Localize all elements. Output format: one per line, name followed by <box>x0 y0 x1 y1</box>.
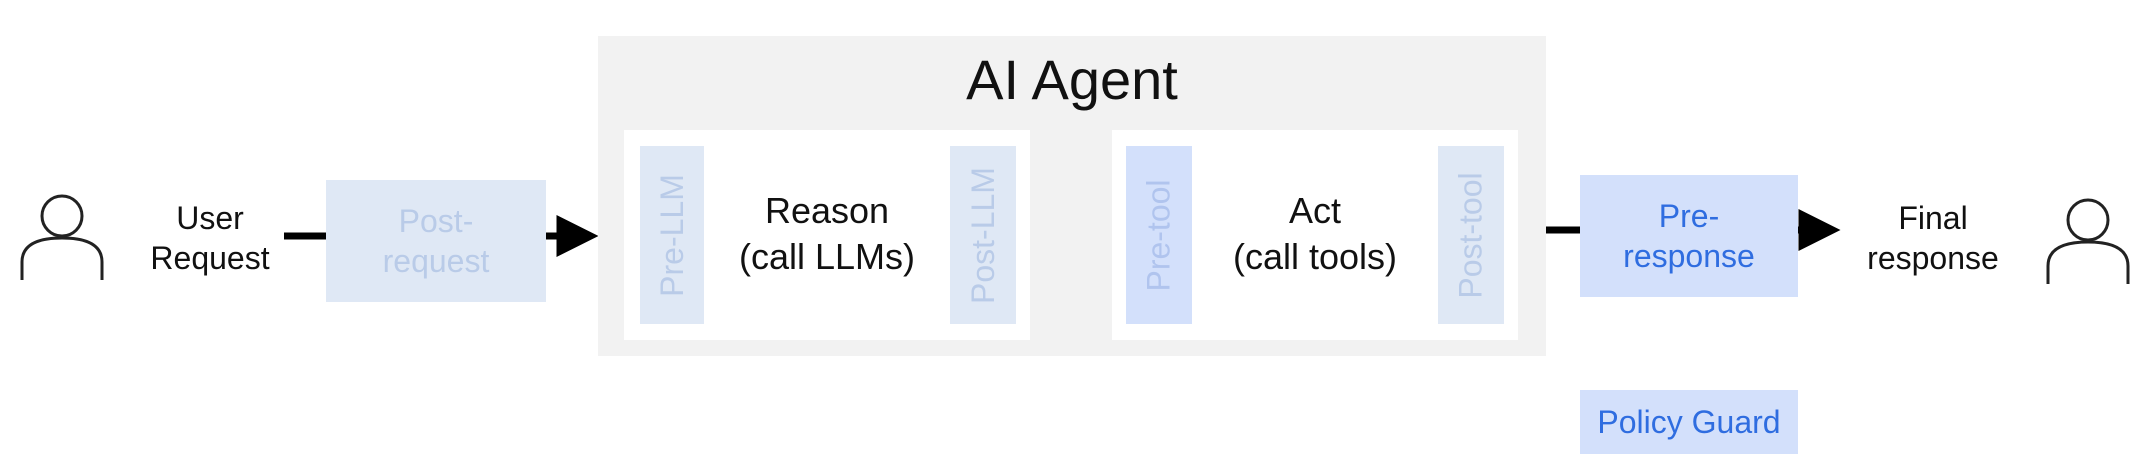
pre-llm-label: Pre-LLM <box>653 173 690 297</box>
final-person-icon <box>2046 198 2130 284</box>
post-request-box[interactable]: Post- request <box>326 180 546 302</box>
reason-line1: Reason <box>764 190 890 231</box>
user-person-icon <box>20 194 104 280</box>
pre-response-box[interactable]: Pre- response <box>1580 175 1798 297</box>
post-tool-label: Post-tool <box>1452 171 1489 299</box>
user-label-line1: User <box>176 200 244 236</box>
ai-agent-title: AI Agent <box>966 47 1178 111</box>
pre-tool-hook[interactable]: Pre-tool <box>1126 146 1192 324</box>
final-response-label: Final response <box>1848 196 2018 280</box>
user-request-label: User Request <box>140 196 280 280</box>
post-request-line1: Post- <box>398 203 474 239</box>
final-label-line2: response <box>1867 240 1999 276</box>
pre-tool-label: Pre-tool <box>1140 178 1177 292</box>
post-request-line2: request <box>382 243 490 279</box>
act-label: Act (call tools) <box>1200 186 1430 282</box>
post-tool-hook[interactable]: Post-tool <box>1438 146 1504 324</box>
policy-guard-badge[interactable]: Policy Guard <box>1580 390 1798 454</box>
act-line1: Act <box>1288 190 1341 231</box>
act-line2: (call tools) <box>1232 236 1398 277</box>
post-llm-hook[interactable]: Post-LLM <box>950 146 1016 324</box>
reason-line2: (call LLMs) <box>738 236 916 277</box>
final-label-line1: Final <box>1898 200 1968 236</box>
pre-llm-hook[interactable]: Pre-LLM <box>640 146 704 324</box>
user-label-line2: Request <box>150 240 270 276</box>
pre-response-line1: Pre- <box>1658 198 1720 234</box>
reason-label: Reason (call LLMs) <box>712 186 942 282</box>
post-llm-label: Post-LLM <box>964 166 1001 304</box>
pre-response-line2: response <box>1623 238 1755 274</box>
